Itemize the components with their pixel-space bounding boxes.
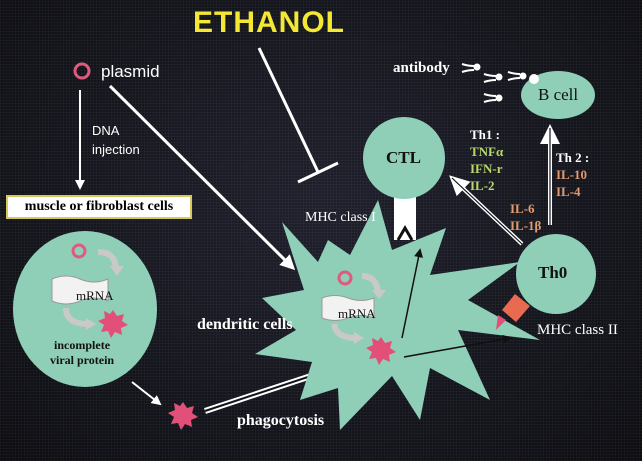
dna-label-line2: injection [92,142,140,157]
mhc-class-i-label: MHC class I [305,210,376,225]
plasmid-ring-icon [73,62,91,80]
antibody-label: antibody [393,60,450,76]
dendritic-cells-label: dendritic cells [197,316,293,333]
il6-cytokines: IL-6 IL-1β [510,200,541,234]
th1-item: IFN-r [470,161,503,176]
translation-arrow-icon [63,307,89,327]
th2-item: IL-4 [556,184,581,199]
plasmid-to-dc-arrow [108,84,296,271]
dc-to-mhc1-arrow [401,248,423,339]
th1-item: IL-2 [470,178,495,193]
mrna-label-dc: mRNA [338,306,376,321]
dendritic-cell [255,200,540,430]
protein-in-dc-icon [366,337,396,365]
th1-item: TNFα [470,144,504,159]
il6-item: IL-1β [510,218,542,233]
mhc-class-ii-label: MHC class II [537,322,618,338]
mhc2-receptor [502,294,530,322]
release-arrow [131,381,162,406]
dc-transcription-arrow-icon [361,273,381,293]
th0-label: Th0 [538,263,568,282]
mrna-banner-left [51,275,109,305]
th1-header: Th1 : [470,127,500,142]
viral-protein-in-cell-icon [98,310,128,338]
muscle-fibroblast-box: muscle or fibroblast cells [6,195,192,219]
mrna-label-left: mRNA [76,288,114,303]
b-cell-label: B cell [538,85,579,104]
ctl-cell [363,117,445,199]
dna-injection-label: DNA injection [92,121,140,159]
ctl-label: CTL [386,148,421,167]
mrna-banner-dc [321,295,375,321]
phagocytosis-label: phagocytosis [237,412,325,429]
antibody-icon [461,63,539,103]
mhc1-receptor [394,196,416,240]
b-cell [521,71,595,119]
incomplete-line1: incomplete [54,338,111,352]
th1-cytokines: Th1 : TNFα IFN-r IL-2 [470,126,503,194]
dc-translation-arrow-icon [331,323,357,341]
plasmid-ring-in-cell-icon [71,243,87,259]
th2-header: Th 2 : [556,150,590,165]
dc-to-mhc2-arrow [403,334,512,358]
ethanol-inhibition-line [257,47,320,173]
plasmid-label: plasmid [101,62,160,81]
dna-label-line1: DNA [92,123,120,138]
incomplete-protein-label: incomplete viral protein [50,338,114,368]
ethanol-title: ETHANOL [193,6,345,39]
il6-item: IL-6 [510,201,535,216]
th2-cytokines: Th 2 : IL-10 IL-4 [556,149,589,200]
incomplete-line2: viral protein [50,353,115,367]
th2-item: IL-10 [556,167,588,182]
ethanol-inhibition-bar [297,161,339,184]
released-protein-icon [168,402,198,430]
plasmid-ring-in-dc-icon [337,270,353,286]
th0-cell [516,234,596,314]
